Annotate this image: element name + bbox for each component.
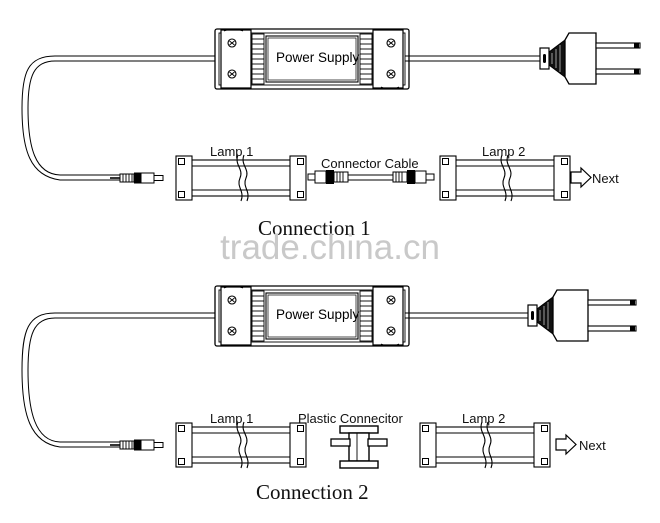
power-supply-label-2: Power Supply: [276, 307, 360, 322]
connection-2-title: Connection 2: [256, 480, 369, 504]
output-cord-loop-2: [21, 312, 215, 448]
power-supply-unit-1: [214, 28, 410, 90]
barrel-connector-left-1: [109, 171, 164, 185]
next-arrow-icon-1: [570, 166, 592, 189]
lamp-1-label: Lamp 1: [210, 144, 254, 159]
lamp-fixture-4: [419, 421, 551, 469]
output-cord-loop-1: [21, 55, 215, 181]
diagram-connection-2: Power Supply Lamp 1 Plastic Connecitor L…: [0, 262, 660, 523]
plastic-connector-component: [330, 425, 388, 469]
connection-2-drawing: [21, 285, 637, 469]
next-label-2: Next: [579, 438, 606, 453]
ac-plug-2: [527, 289, 637, 342]
connection-1-drawing: [21, 28, 641, 202]
ac-plug-1: [539, 32, 641, 85]
next-label-1: Next: [592, 171, 619, 186]
lamp-fixture-3: [175, 421, 307, 469]
barrel-connector-left-2: [110, 439, 164, 451]
lamp-2-label-2: Lamp 2: [462, 411, 506, 426]
power-supply-unit-2: [214, 285, 410, 347]
connection-1-title: Connection 1: [258, 216, 371, 240]
connector-cable-label: Connector Cable: [321, 156, 419, 171]
lamp-2-label: Lamp 2: [482, 144, 526, 159]
mains-cord-1: [405, 55, 540, 62]
plastic-connector-label: Plastic Connecitor: [298, 411, 403, 426]
mains-cord-2: [405, 312, 528, 319]
lamp-fixture-1: [175, 154, 307, 202]
diagram-connection-1: Power Supply Lamp 1 Connector Cable Lamp…: [21, 28, 641, 240]
next-arrow-icon-2: [555, 433, 577, 456]
lamp-fixture-2: [439, 154, 571, 202]
lamp-1-label-2: Lamp 1: [210, 411, 254, 426]
connector-cable-assembly: [307, 170, 435, 184]
power-supply-label: Power Supply: [276, 50, 360, 65]
